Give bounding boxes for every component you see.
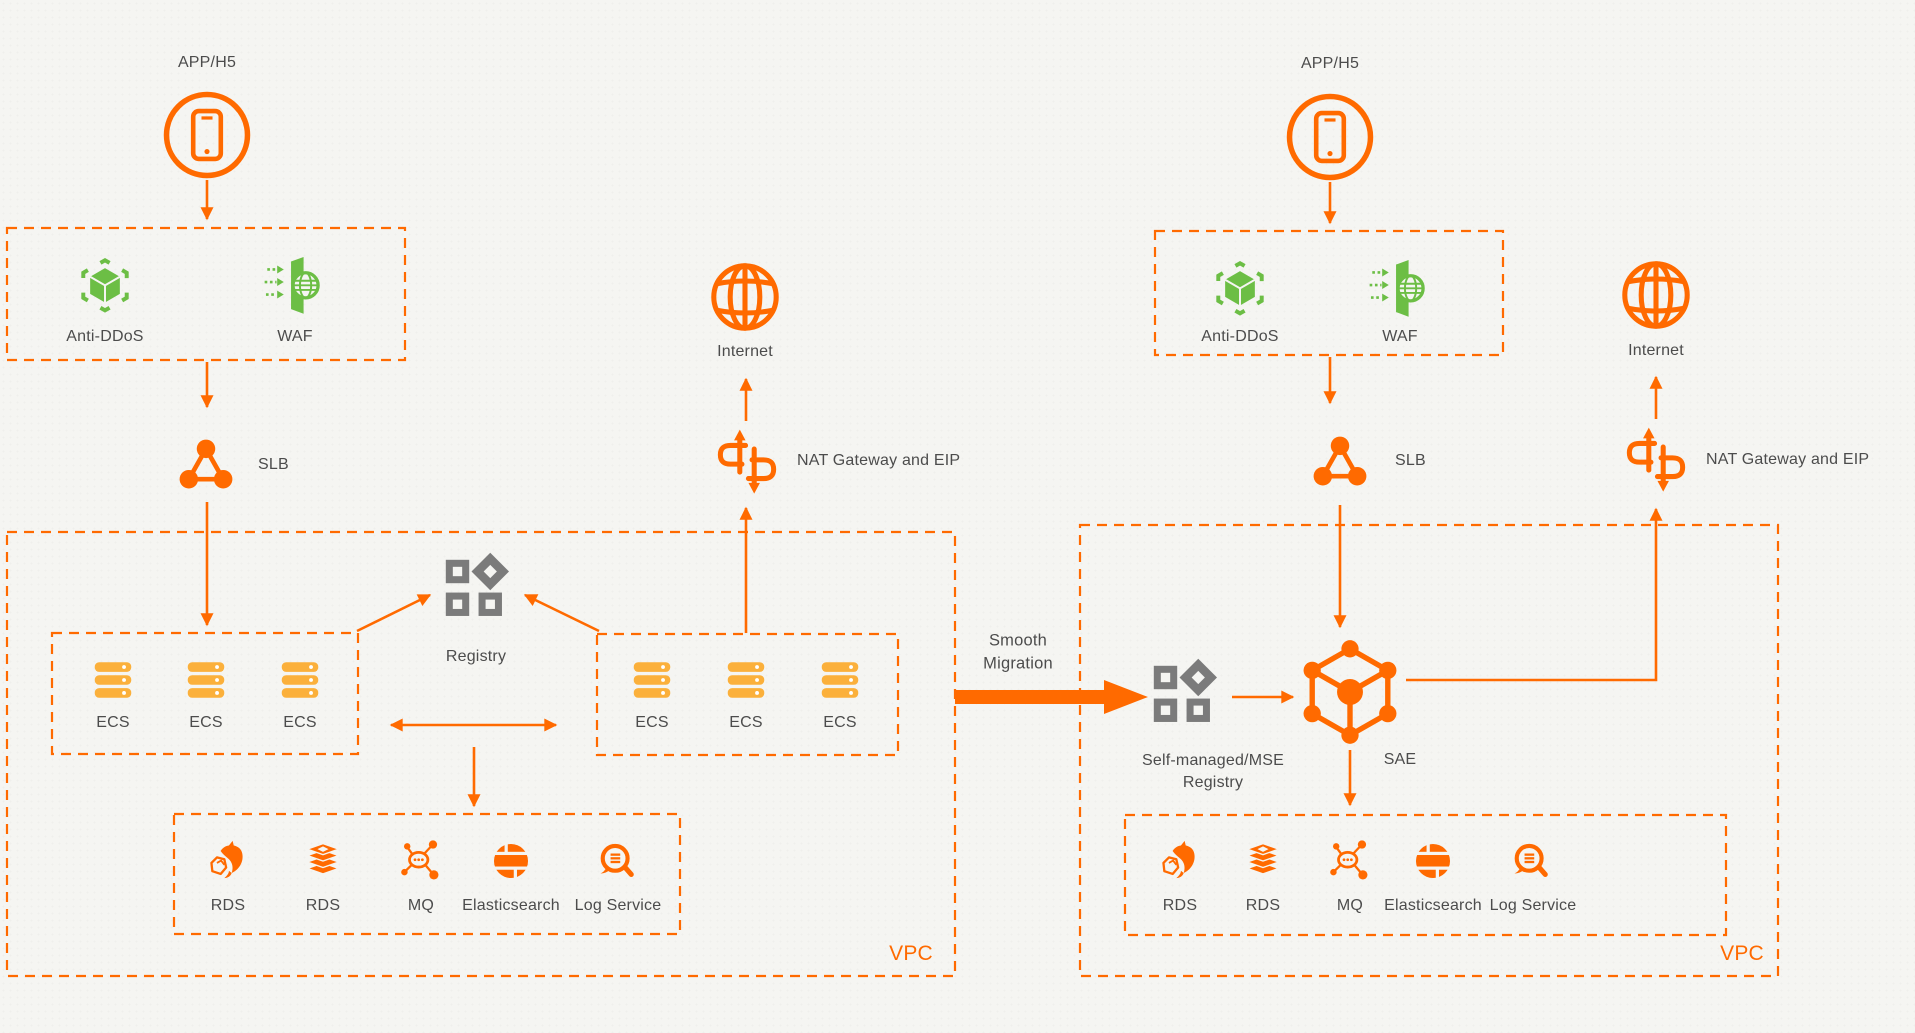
waf-label: WAF	[277, 328, 313, 345]
slb-icon	[173, 433, 239, 499]
elasticsearch-icon	[488, 838, 534, 884]
internet-icon	[706, 258, 784, 336]
ecs-label: ECS	[823, 714, 857, 731]
rds-label: RDS	[305, 897, 341, 914]
slb-icon	[1307, 430, 1373, 496]
arrow-ecs2-to-registry	[523, 593, 600, 633]
registry-label: Registry	[445, 648, 507, 665]
rds-label: RDS	[1245, 897, 1281, 914]
internet-icon	[1617, 256, 1695, 334]
internet-label: Internet	[717, 343, 773, 360]
rds-label: RDS	[210, 897, 246, 914]
ecs-icon	[182, 656, 230, 704]
ecs-label: ECS	[96, 714, 130, 731]
anti-ddos-icon	[72, 251, 138, 317]
registry-icon	[438, 552, 516, 630]
app-label: APP/H5	[177, 54, 237, 71]
sae-icon	[1296, 638, 1404, 746]
rds-icon	[205, 839, 251, 885]
rds-icon	[300, 839, 346, 885]
self-managed-registry-label-line2: Registry	[1182, 774, 1244, 791]
anti-ddos-label: Anti-DDoS	[1201, 328, 1279, 345]
self-managed-registry-icon	[1146, 658, 1224, 736]
log-service-icon	[1508, 839, 1554, 885]
rds-icon	[1240, 839, 1286, 885]
ecs-label: ECS	[283, 714, 317, 731]
rds-label: RDS	[1162, 897, 1198, 914]
internet-label: Internet	[1628, 342, 1684, 359]
ecs-label: ECS	[635, 714, 669, 731]
vpc-label: VPC	[889, 942, 933, 965]
anti-ddos-icon	[1207, 254, 1273, 320]
mq-label: MQ	[407, 897, 435, 914]
mq-icon	[1327, 839, 1373, 885]
ecs-label: ECS	[189, 714, 223, 731]
app-phone-icon	[161, 89, 253, 181]
slb-label: SLB	[258, 456, 289, 473]
ecs-icon	[628, 656, 676, 704]
waf-icon	[262, 251, 328, 317]
services-box-right	[1123, 813, 1728, 937]
nat-label: NAT Gateway and EIP	[797, 452, 961, 469]
ecs-icon	[722, 656, 770, 704]
self-managed-registry-label-line1: Self-managed/MSE	[1142, 752, 1284, 769]
anti-ddos-label: Anti-DDoS	[66, 328, 144, 345]
arrow-sae-to-nat-right	[1406, 507, 1663, 682]
mq-icon	[398, 839, 444, 885]
log-service-label: Log Service	[574, 897, 662, 914]
nat-gateway-icon	[711, 426, 783, 498]
rds-icon	[1157, 839, 1203, 885]
app-phone-icon	[1284, 91, 1376, 183]
nat-label: NAT Gateway and EIP	[1706, 451, 1870, 468]
ecs-label: ECS	[729, 714, 763, 731]
elasticsearch-label: Elasticsearch	[1384, 897, 1482, 914]
ecs-icon	[276, 656, 324, 704]
services-box-left	[172, 812, 682, 936]
app-label: APP/H5	[1300, 55, 1360, 72]
waf-icon	[1367, 254, 1433, 320]
arrow-ecs1-to-registry	[356, 593, 432, 633]
ecs-box-1	[50, 631, 360, 756]
sae-label: SAE	[1383, 751, 1417, 768]
elasticsearch-label: Elasticsearch	[462, 897, 560, 914]
nat-gateway-icon	[1620, 424, 1692, 496]
migration-label-line2: Migration	[983, 654, 1053, 673]
security-box-left	[5, 226, 407, 362]
vpc-label: VPC	[1720, 942, 1764, 965]
elasticsearch-icon	[1410, 838, 1456, 884]
ecs-icon	[816, 656, 864, 704]
waf-label: WAF	[1382, 328, 1418, 345]
log-service-label: Log Service	[1489, 897, 1577, 914]
vpc-box-right	[1078, 523, 1780, 978]
security-box-right	[1153, 229, 1505, 357]
migration-label-line1: Smooth	[988, 631, 1048, 650]
ecs-icon	[89, 656, 137, 704]
ecs-box-2	[595, 632, 900, 757]
log-service-icon	[594, 839, 640, 885]
smooth-migration-arrow	[955, 680, 1148, 714]
mq-label: MQ	[1336, 897, 1364, 914]
slb-label: SLB	[1395, 452, 1426, 469]
